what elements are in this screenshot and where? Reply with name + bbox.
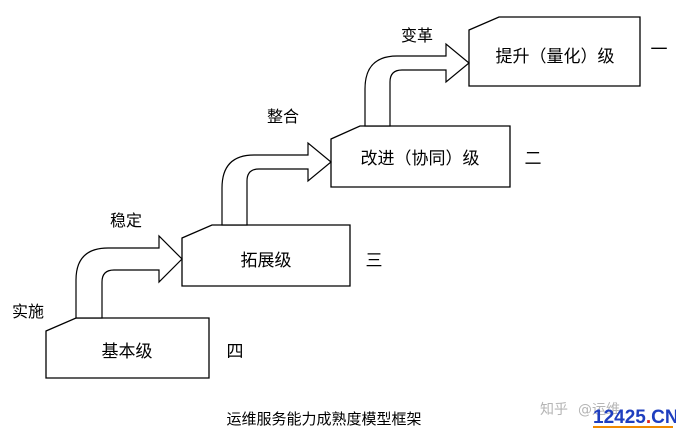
level-box-2 <box>330 125 511 188</box>
level-1-numeral: 一 <box>651 40 668 60</box>
level-box-1 <box>468 16 641 87</box>
level-4-label: 基本级 <box>102 342 153 362</box>
level-3-numeral: 三 <box>366 251 383 271</box>
figure-caption: 运维服务能力成熟度模型框架 <box>226 410 421 428</box>
level-3-label: 拓展级 <box>241 251 292 271</box>
level-box-4 <box>45 317 210 379</box>
level-1-label: 提升（量化）级 <box>496 47 615 67</box>
action-label-2: 整合 <box>267 107 299 126</box>
site-badge-text: 12425.CN <box>593 407 676 428</box>
level-4-numeral: 四 <box>227 342 244 362</box>
site-badge-dot: . <box>646 407 651 428</box>
watermark-author: @运维 <box>578 402 620 418</box>
site-badge-tld: CN <box>651 407 676 428</box>
site-badge-underline <box>593 426 673 428</box>
action-label-1: 变革 <box>401 26 433 45</box>
watermark-source: 知乎 <box>540 401 568 418</box>
level-box-3 <box>181 224 351 287</box>
site-badge-logo: 12425.CN <box>593 407 676 428</box>
level-2-numeral: 二 <box>525 149 542 169</box>
arrow-4-to-3 <box>75 234 183 319</box>
arrow-2-to-1 <box>364 42 470 127</box>
action-label-4: 实施 <box>12 302 44 321</box>
site-badge-digits: 12425 <box>593 407 646 428</box>
action-label-3: 稳定 <box>110 211 142 230</box>
level-2-label: 改进（协同）级 <box>361 149 480 169</box>
arrow-3-to-2 <box>221 141 332 226</box>
